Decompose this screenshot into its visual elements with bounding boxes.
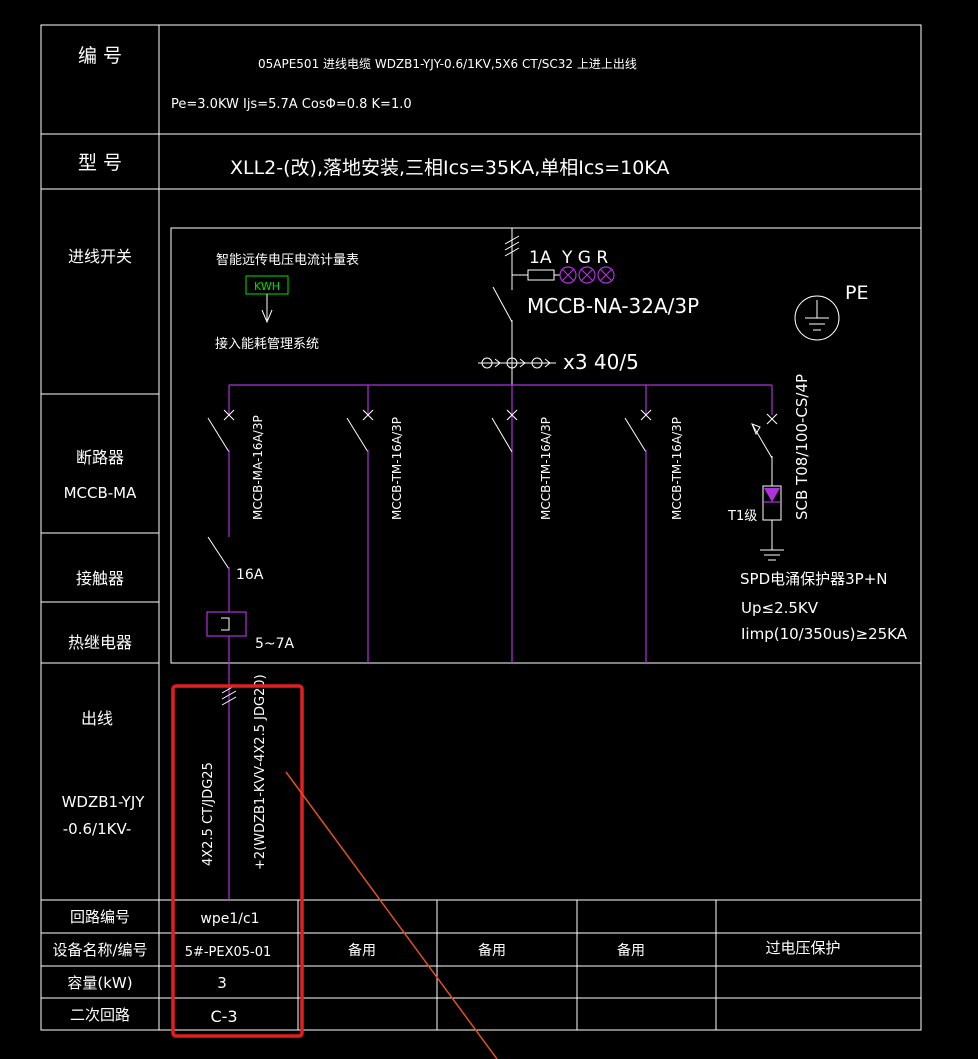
incoming-current: 1A: [529, 248, 552, 268]
branch-1-breaker: MCCB-MA-16A/3P: [251, 415, 265, 520]
label-biaohao: 编 号: [78, 45, 122, 67]
label-duanluqi: 断路器: [76, 448, 124, 467]
spd-breaker-label: SCB T08/100-CS/4P: [793, 374, 811, 520]
label-chuxian-sub1: WDZB1-YJY: [62, 793, 146, 811]
contactor-rating: 16A: [236, 567, 264, 583]
branch-1: [206, 385, 247, 900]
cell-device: 5#-PEX05-01: [185, 945, 272, 960]
label-chuxian: 出线: [81, 709, 113, 728]
busbar: [229, 384, 772, 663]
branch-3-breaker: MCCB-TM-16A/3P: [539, 417, 553, 520]
cable-label-1: 4X2.5 CT/JDG25: [201, 762, 216, 866]
branch-4-breaker: MCCB-TM-16A/3P: [670, 417, 684, 520]
cell-secondary: C-3: [210, 1007, 237, 1026]
relay-rating: 5~7A: [255, 636, 295, 652]
cell-spare-3: 备用: [617, 942, 645, 959]
branch-3: [491, 409, 518, 453]
cell-spare-1: 备用: [348, 942, 376, 959]
model-text: XLL2-(改),落地安装,三相Ics=35KA,单相Ics=10KA: [230, 157, 669, 179]
table-label-capacity: 容量(kW): [67, 974, 132, 992]
ct-label: x3 40/5: [563, 350, 639, 374]
branch-2: [346, 385, 374, 663]
phase-lamps: [559, 266, 615, 284]
meter-title: 智能远传电压电流计量表: [216, 253, 359, 268]
table-label-secondary: 二次回路: [70, 1006, 130, 1024]
branch-2-breaker: MCCB-TM-16A/3P: [390, 417, 404, 520]
pe-earth-icon: [794, 295, 840, 341]
table-label-device: 设备名称/编号: [52, 941, 147, 959]
incoming-feeder: [492, 228, 615, 350]
main-breaker-label: MCCB-NA-32A/3P: [527, 294, 699, 318]
branch-4: [624, 385, 652, 663]
label-duanluqi-sub: MCCB-MA: [64, 484, 138, 502]
label-jiechuqi: 接触器: [76, 569, 124, 588]
spd-title: SPD电涌保护器3P+N: [740, 570, 888, 588]
current-transformers: [478, 350, 556, 385]
label-xinghao: 型 号: [78, 152, 122, 174]
pe-label: PE: [845, 282, 868, 304]
cell-capacity: 3: [217, 974, 227, 992]
kwh-label: KWH: [254, 280, 280, 293]
cell-spare-2: 备用: [478, 942, 506, 959]
label-jinxian: 进线开关: [68, 247, 132, 266]
header-line2: Pe=3.0KW Ijs=5.7A CosΦ=0.8 K=1.0: [171, 97, 412, 112]
frame: [40, 24, 922, 1031]
annotation-arrow: [285, 771, 498, 1059]
header-line1: 05APE501 进线电缆 WDZB1-YJY-0.6/1KV,5X6 CT/S…: [258, 57, 637, 71]
spd-up: Up≤2.5KV: [741, 599, 819, 617]
spd-class: T1级: [727, 509, 757, 524]
cable-label-2: +2(WDZB1-KVV-4X2.5 JDG20): [253, 674, 268, 870]
meter-note: 接入能耗管理系统: [215, 336, 319, 352]
spd-branch: [751, 385, 784, 561]
label-chuxian-sub2: -0.6/1KV-: [63, 820, 132, 838]
cell-overvoltage: 过电压保护: [765, 939, 840, 957]
highlight-box: [171, 684, 304, 1038]
cell-circuit-no: wpe1/c1: [200, 911, 259, 927]
phase-letters: Y G R: [561, 248, 608, 268]
table-label-circuit-no: 回路编号: [70, 908, 130, 926]
spd-imp: Iimp(10/350us)≥25KA: [741, 625, 908, 643]
label-rejidianqi: 热继电器: [68, 633, 132, 652]
